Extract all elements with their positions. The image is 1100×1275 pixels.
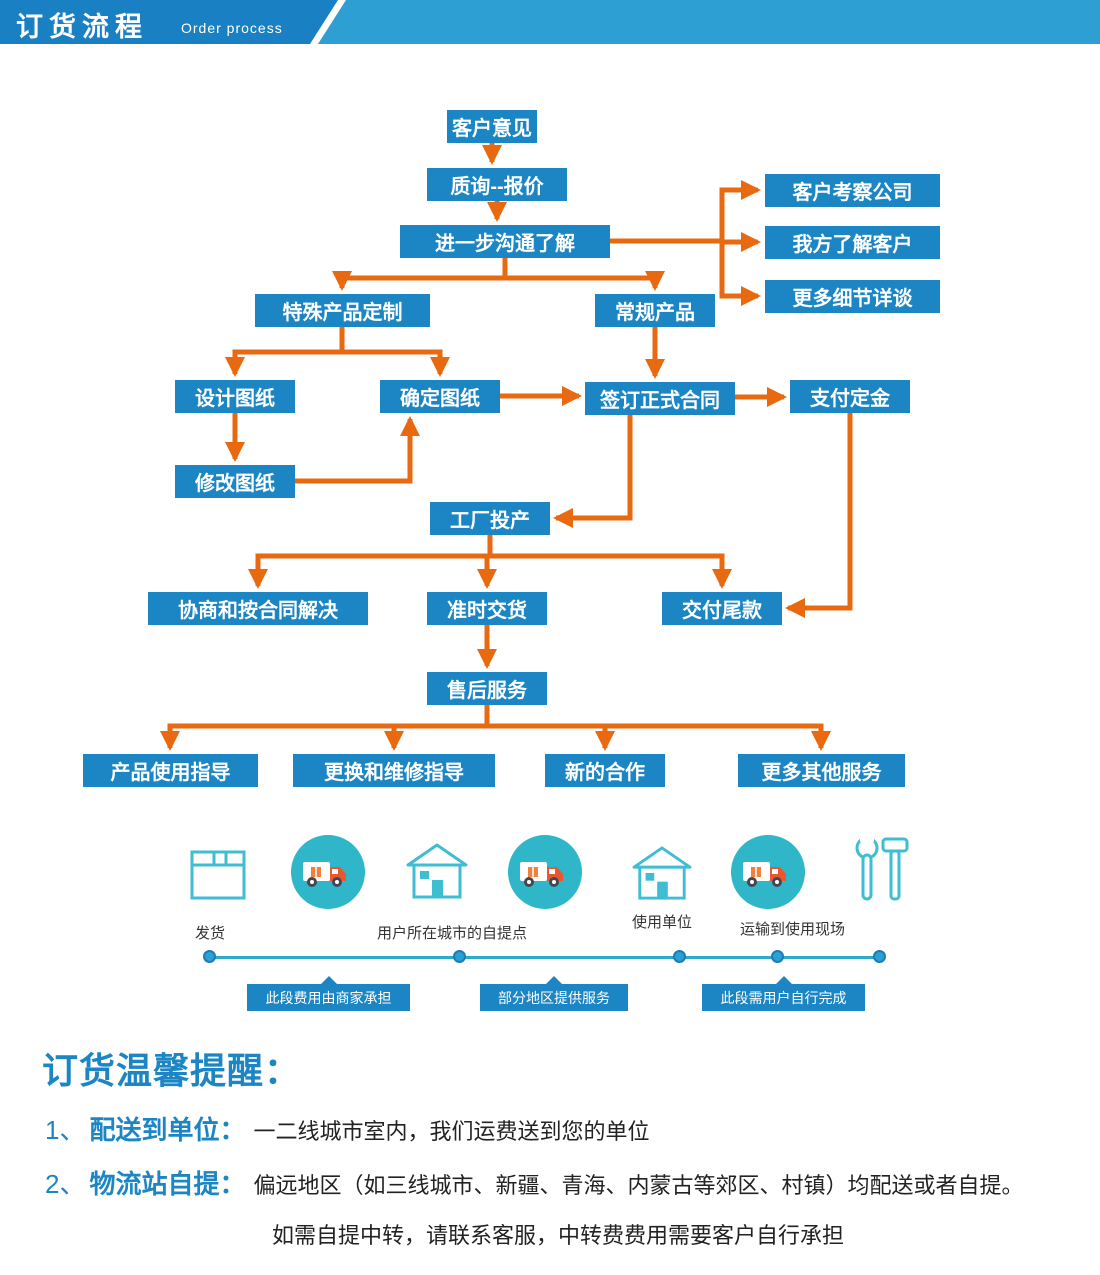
flow-node: 准时交货	[427, 592, 547, 625]
header-bar-background	[318, 0, 1100, 44]
notice-item: 2、 物流站自提： 偏远地区（如三线城市、新疆、青海、内蒙古等郊区、村镇）均配送…	[45, 1164, 1024, 1201]
notice-title: 订货温馨提醒：	[42, 1050, 302, 1091]
page-subtitle: Order process	[181, 20, 283, 36]
flow-node: 交付尾款	[662, 592, 782, 625]
flow-node: 新的合作	[545, 754, 665, 787]
flow-node: 支付定金	[790, 380, 910, 413]
notice-item-text: 偏远地区（如三线城市、新疆、青海、内蒙古等郊区、村镇）均配送或者自提。	[253, 1173, 1024, 1198]
timeline-dot	[873, 950, 886, 963]
flow-node: 客户意见	[447, 110, 537, 143]
flow-node: 客户考察公司	[765, 174, 940, 207]
flow-node: 签订正式合同	[585, 382, 735, 415]
delivery-truck-icon	[290, 834, 366, 915]
flow-node: 常规产品	[595, 294, 715, 327]
page-title: 订货流程	[16, 12, 148, 42]
caption-using-unit: 使用单位	[631, 914, 692, 931]
tools-icon	[850, 833, 912, 912]
house-icon	[405, 842, 469, 905]
caption-ship: 发货	[194, 925, 225, 942]
flow-node: 售后服务	[427, 672, 547, 705]
flow-node: 更多其他服务	[738, 754, 905, 787]
notice-item-number: 1、	[45, 1115, 86, 1145]
flow-node: 我方了解客户	[765, 226, 940, 259]
header-ribbon	[0, 0, 338, 44]
flow-node: 确定图纸	[380, 380, 500, 413]
notice-item-number: 2、	[45, 1169, 86, 1199]
flow-node: 特殊产品定制	[255, 294, 430, 327]
flow-node: 协商和按合同解决	[148, 592, 368, 625]
notice-item-label: 配送到单位：	[89, 1115, 246, 1145]
flow-node: 质询--报价	[427, 168, 567, 201]
header-bar: 订货流程 Order process	[0, 0, 1100, 44]
flow-node: 进一步沟通了解	[400, 225, 610, 258]
stage-tag: 此段需用户自行完成	[702, 976, 865, 1011]
notice-item-label: 物流站自提：	[89, 1169, 246, 1199]
delivery-truck-icon	[507, 834, 583, 915]
timeline-dot	[453, 950, 466, 963]
flow-node: 更换和维修指导	[293, 754, 495, 787]
notice-item-text: 一二线城市室内，我们运费送到您的单位	[253, 1119, 650, 1144]
flow-node: 更多细节详谈	[765, 280, 940, 313]
flow-node: 修改图纸	[175, 465, 295, 498]
flow-node: 产品使用指导	[83, 754, 258, 787]
caption-transport-site: 运输到使用现场	[739, 921, 845, 938]
notice-extra-text: 如需自提中转，请联系客服，中转费费用需要客户自行承担	[272, 1223, 845, 1248]
flow-node: 工厂投产	[430, 502, 550, 535]
timeline-dot	[673, 950, 686, 963]
house-icon	[631, 845, 693, 906]
delivery-truck-icon	[730, 834, 806, 915]
timeline-dot	[203, 950, 216, 963]
caption-pickup-point: 用户所在城市的自提点	[376, 925, 527, 942]
timeline-dot	[771, 950, 784, 963]
stage-tag: 此段费用由商家承担	[247, 976, 410, 1011]
flow-node: 设计图纸	[175, 380, 295, 413]
stage-tag: 部分地区提供服务	[480, 976, 628, 1011]
flow-arrows-graphic	[160, 142, 853, 751]
timeline-line	[210, 956, 880, 959]
notice-item: 1、 配送到单位： 一二线城市室内，我们运费送到您的单位	[45, 1110, 650, 1147]
package-icon	[183, 836, 253, 911]
